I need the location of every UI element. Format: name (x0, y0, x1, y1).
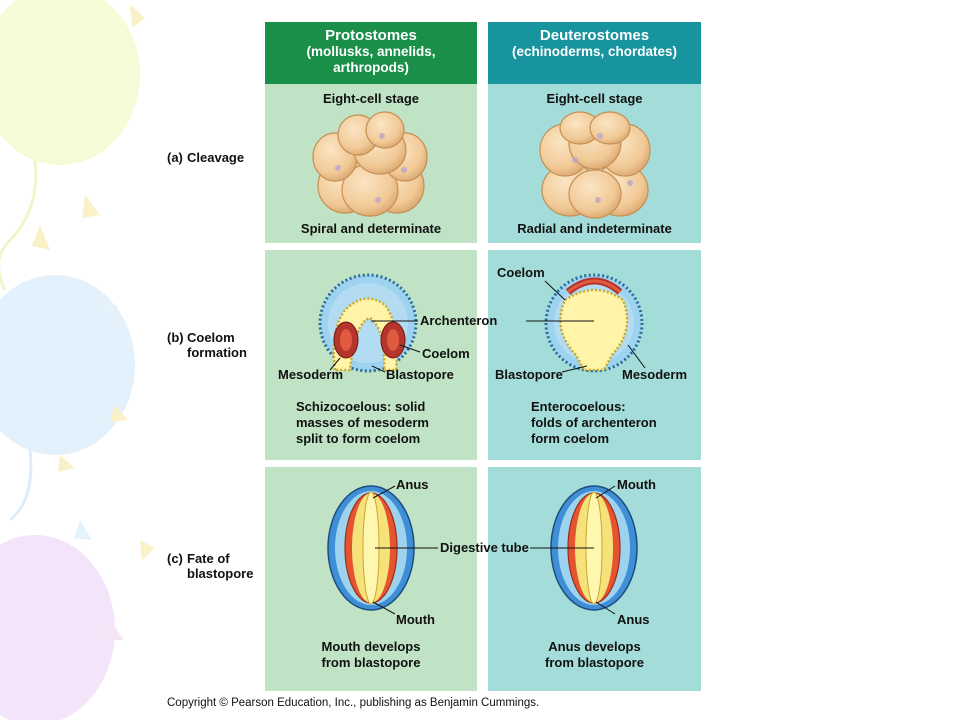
proto-coelom-label: Coelom (422, 346, 470, 361)
deutero-cleavage-panel (488, 84, 701, 243)
deutero-coelom-caption-line-2: folds of archenteron (531, 415, 657, 430)
proto-fate-caption-line-2: from blastopore (321, 655, 421, 670)
deutero-coelom-caption: Enterocoelous: folds of archenteron form… (531, 399, 657, 447)
deutero-fate-caption-line-2: from blastopore (545, 655, 644, 670)
yellow-balloon (0, 0, 140, 165)
row-title-cleavage: Cleavage (187, 150, 245, 165)
proto-fate-caption-line-1: Mouth develops (321, 639, 421, 654)
proto-coelom-caption-line-2: masses of mesoderm (296, 415, 429, 430)
protostomes-title: Protostomes (325, 27, 417, 44)
row-letter-a: (a) (167, 150, 183, 165)
deutero-blastopore-label: Blastopore (495, 367, 563, 382)
row-letter-c: (c) (167, 551, 183, 566)
digestive-tube-label: Digestive tube (440, 540, 529, 555)
proto-coelom-caption-line-1: Schizocoelous: solid (296, 399, 426, 414)
proto-mouth-label: Mouth (396, 612, 435, 627)
protostomes-subtitle-2: arthropods) (333, 60, 409, 75)
row-title-fate-1: Fate of (187, 551, 230, 566)
row-title-coelom-1: Coelom (187, 330, 235, 345)
purple-balloon (0, 535, 115, 720)
deutero-anus-label: Anus (617, 612, 650, 627)
copyright-notice: Copyright © Pearson Education, Inc., pub… (167, 697, 540, 709)
row-title-fate-2: blastopore (187, 566, 254, 581)
proto-blastopore-label: Blastopore (386, 367, 454, 382)
deutero-coelom-caption-line-3: form coelom (531, 431, 610, 446)
row-title-coelom-2: formation (187, 345, 247, 360)
deutero-mesoderm-label: Mesoderm (622, 367, 688, 382)
deutero-cleavage-type: Radial and indeterminate (517, 221, 672, 236)
protostomes-header (265, 22, 477, 84)
blue-balloon (0, 275, 135, 455)
deuterostomes-subtitle: (echinoderms, chordates) (511, 44, 678, 59)
proto-anus-label: Anus (396, 477, 429, 492)
deutero-mouth-label: Mouth (617, 477, 656, 492)
deuterostomes-title: Deuterostomes (539, 27, 650, 44)
deutero-coelom-caption-line-1: Enterocoelous: (531, 399, 626, 414)
deutero-fate-caption: Anus develops from blastopore (488, 639, 701, 671)
deuterostomes-header-text: Deuterostomes (echinoderms, chordates) (488, 28, 701, 60)
deutero-fate-caption-line-1: Anus develops (548, 639, 641, 654)
deutero-coelom-label: Coelom (497, 265, 545, 280)
protostomes-header-text: Protostomes (mollusks, annelids, arthrop… (265, 28, 477, 76)
deutero-eight-cell-label: Eight-cell stage (546, 91, 643, 106)
proto-coelom-caption: Schizocoelous: solid masses of mesoderm … (296, 399, 429, 447)
confetti-star (130, 5, 145, 28)
proto-mesoderm-label: Mesoderm (278, 367, 344, 382)
archenteron-label: Archenteron (420, 313, 498, 328)
proto-cleavage-type: Spiral and determinate (300, 221, 442, 236)
row-letter-b: (b) (167, 330, 184, 345)
proto-cleavage-panel (265, 84, 477, 243)
proto-fate-caption: Mouth develops from blastopore (265, 639, 477, 671)
proto-eight-cell-label: Eight-cell stage (322, 91, 420, 106)
protostomes-subtitle-1: (mollusks, annelids, (306, 44, 436, 59)
proto-coelom-caption-line-3: split to form coelom (296, 431, 421, 446)
deuterostomes-header (488, 22, 701, 84)
